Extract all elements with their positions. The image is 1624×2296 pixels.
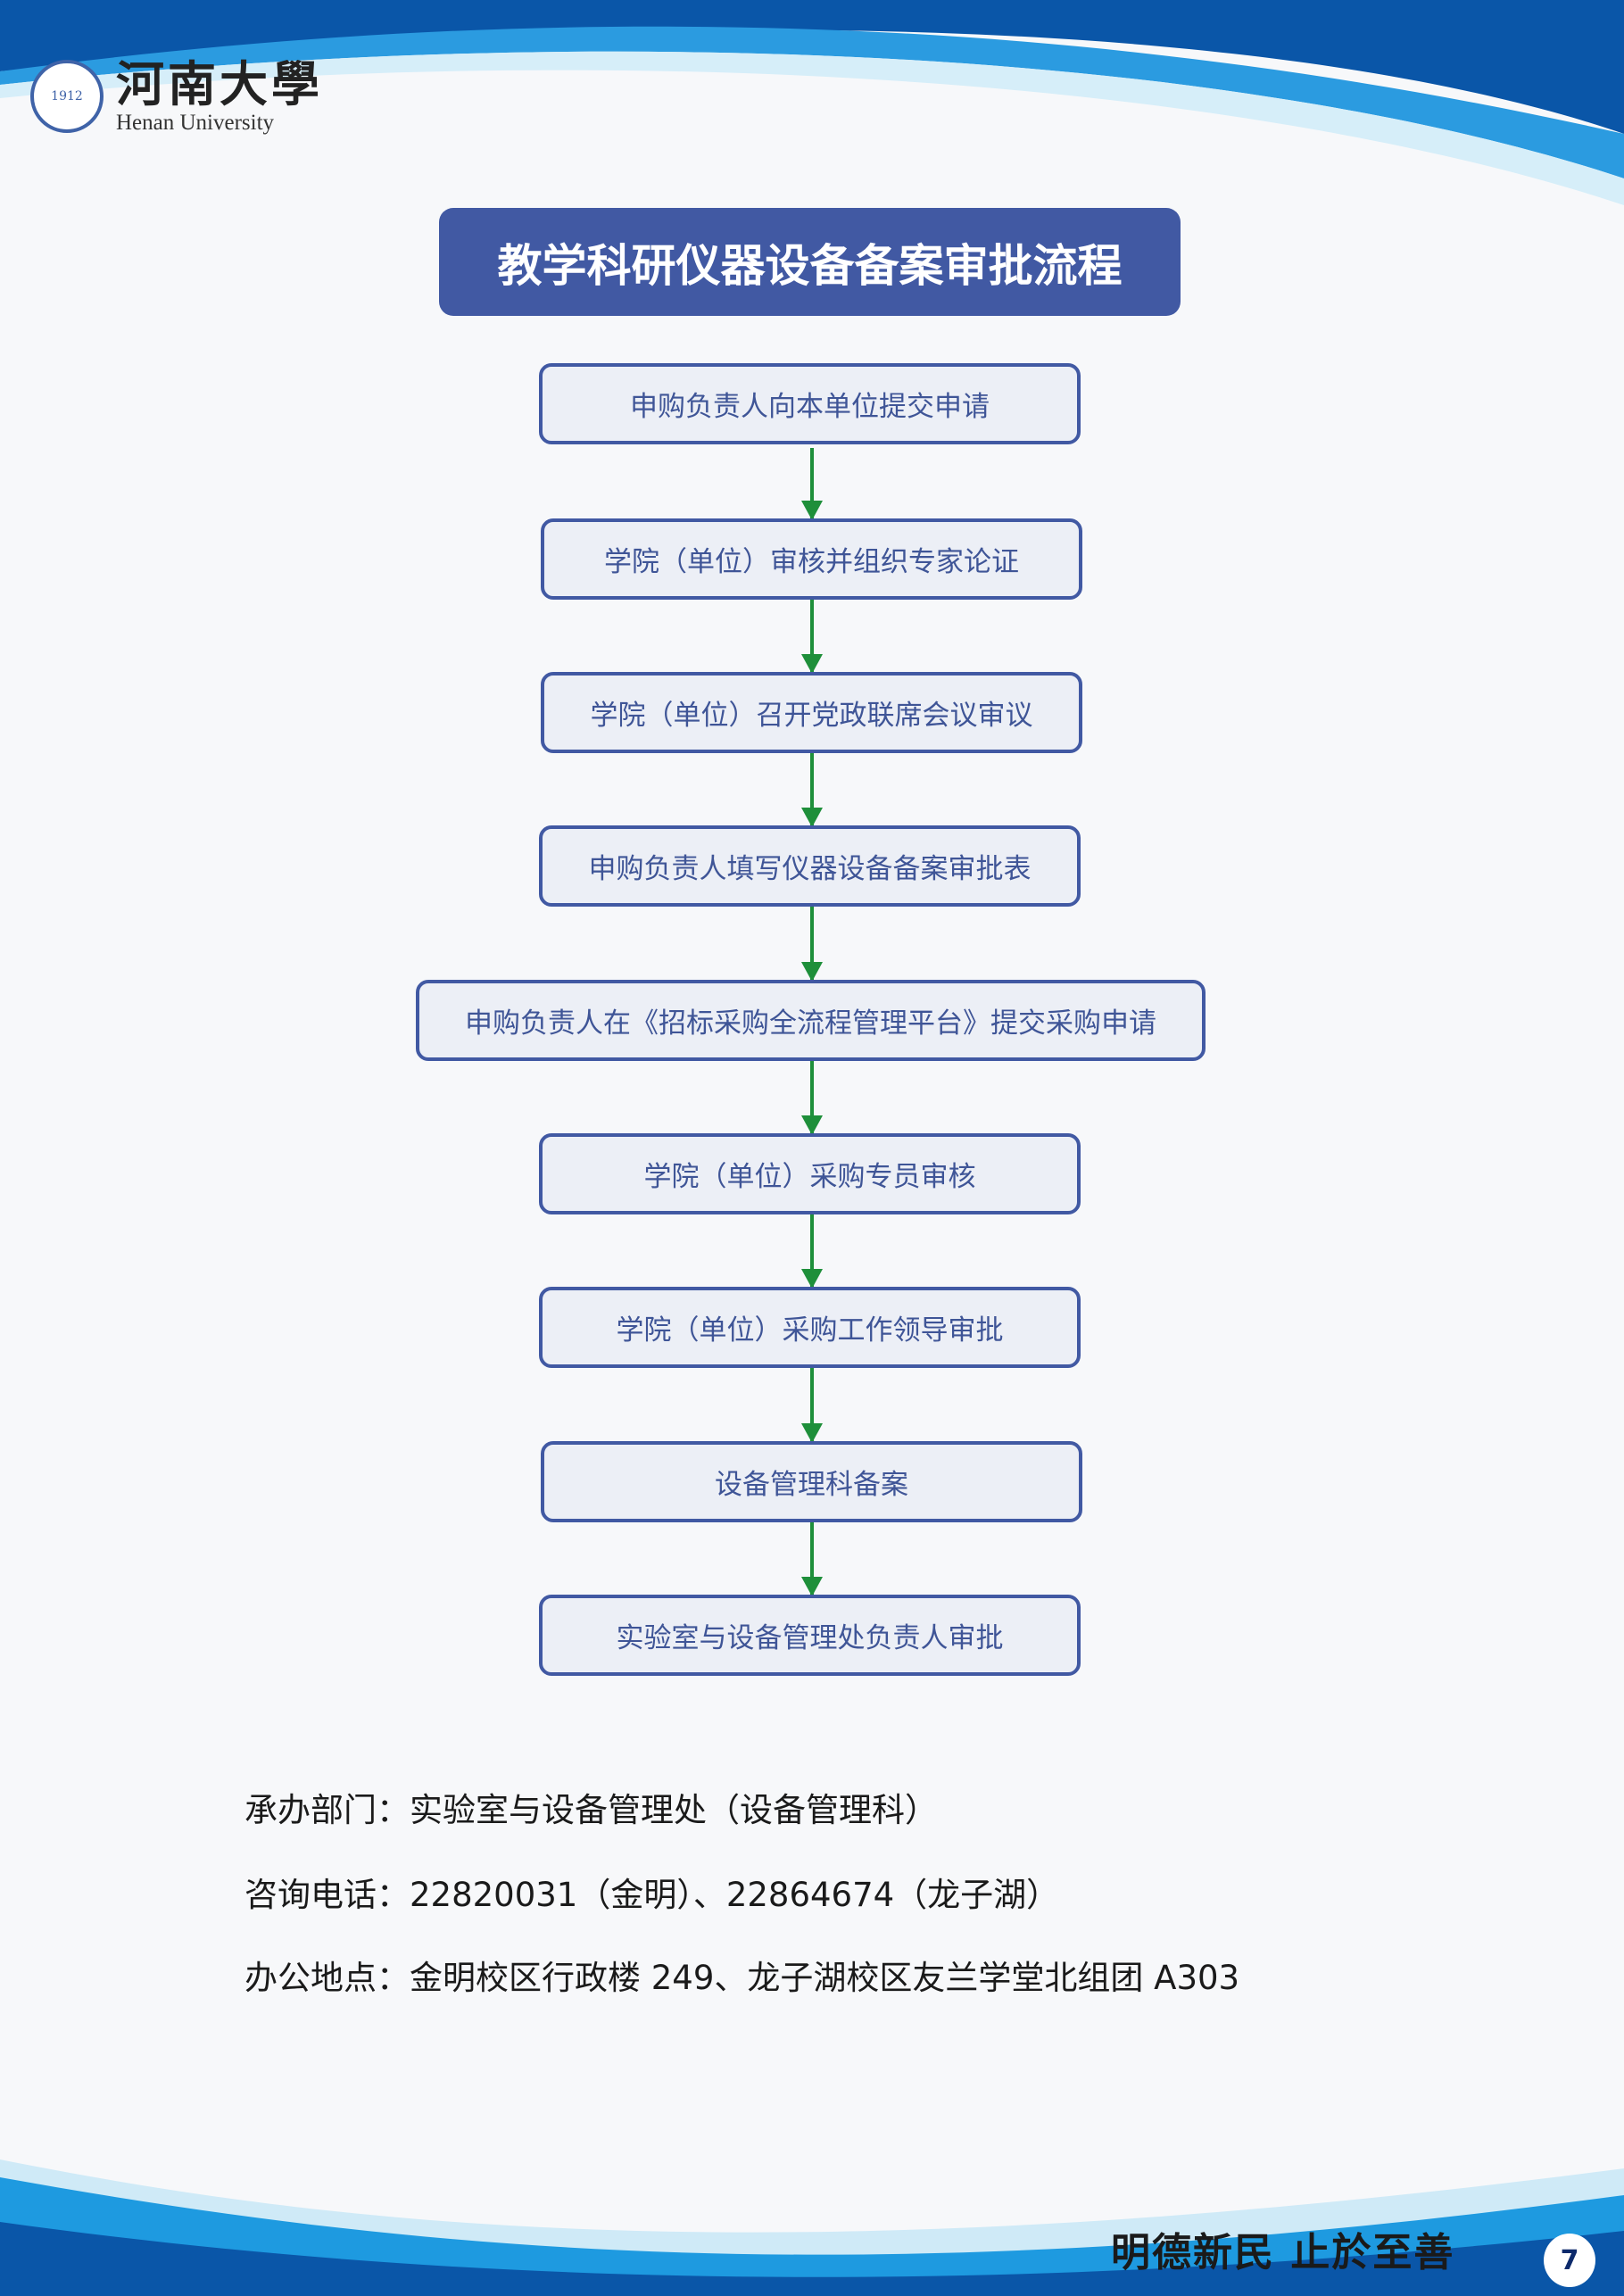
university-logo: 1912 河南大學 Henan University — [30, 57, 323, 136]
flow-arrow — [801, 907, 823, 982]
flow-step-5: 申购负责人在《招标采购全流程管理平台》提交采购申请 — [416, 980, 1206, 1061]
flow-step-6: 学院（单位）采购专员审核 — [539, 1133, 1081, 1214]
logo-english-name: Henan University — [116, 111, 275, 135]
university-motto: 明德新民 止於至善 — [1111, 2230, 1455, 2275]
university-seal-icon: 1912 — [30, 60, 104, 133]
page-title: 教学科研仪器设备备案审批流程 — [439, 208, 1181, 316]
info-department: 承办部门：实验室与设备管理处（设备管理科） — [244, 1791, 938, 1829]
flow-step-9: 实验室与设备管理处负责人审批 — [539, 1595, 1081, 1676]
flow-arrow — [801, 448, 823, 520]
info-phone: 咨询电话：22820031（金明）、22864674（龙子湖） — [244, 1876, 1060, 1914]
flow-arrow — [801, 1368, 823, 1443]
flow-step-2: 学院（单位）审核并组织专家论证 — [541, 518, 1082, 600]
flow-step-8: 设备管理科备案 — [541, 1441, 1082, 1522]
flow-arrow — [801, 1522, 823, 1596]
flow-step-1: 申购负责人向本单位提交申请 — [539, 363, 1081, 444]
logo-chinese-name: 河南大學 — [116, 55, 323, 112]
page-number: 7 — [1544, 2234, 1595, 2287]
flow-step-7: 学院（单位）采购工作领导审批 — [539, 1287, 1081, 1368]
flow-step-4: 申购负责人填写仪器设备备案审批表 — [539, 825, 1081, 907]
flow-arrow — [801, 1061, 823, 1135]
info-address: 办公地点：金明校区行政楼 249、龙子湖校区友兰学堂北组团 A303 — [244, 1959, 1240, 1997]
flow-arrow — [801, 753, 823, 827]
flow-arrow — [801, 1214, 823, 1289]
flow-arrow — [801, 600, 823, 674]
flow-step-3: 学院（单位）召开党政联席会议审议 — [541, 672, 1082, 753]
